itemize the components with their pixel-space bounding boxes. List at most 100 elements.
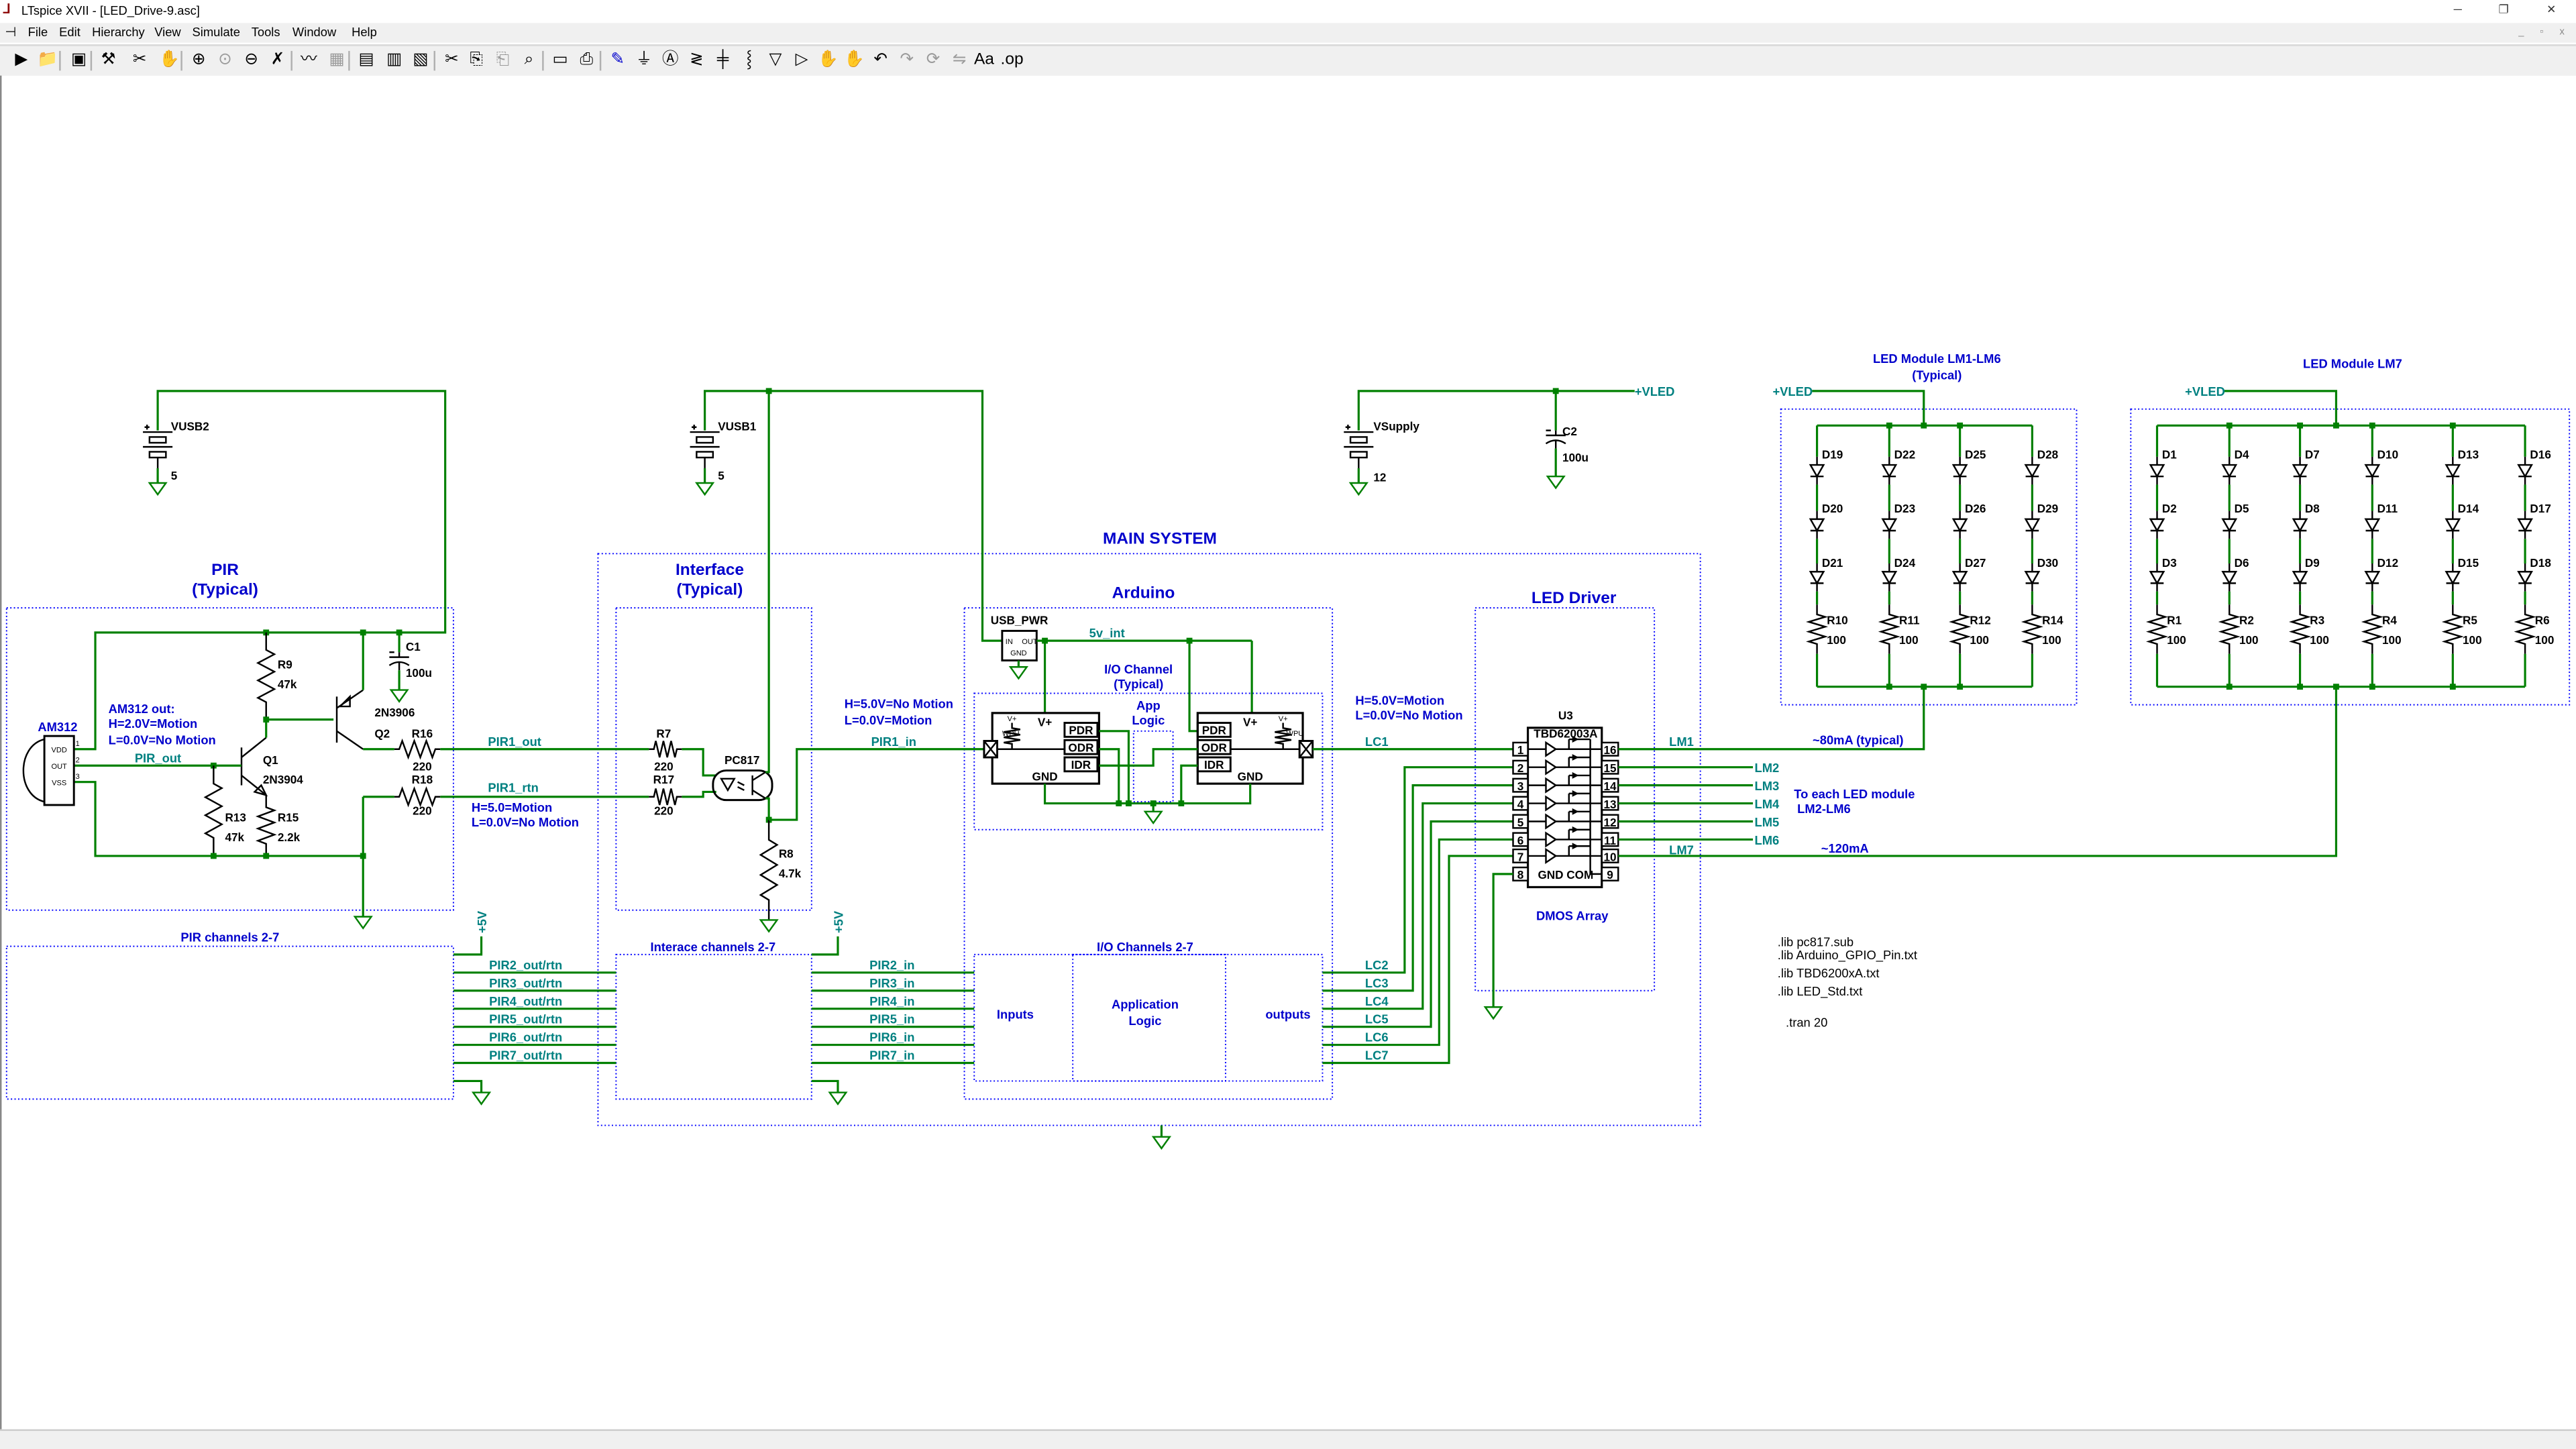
wire[interactable]: [1812, 390, 1925, 426]
led-current-resistor[interactable]: [1878, 604, 1900, 654]
led-diode-symbol[interactable]: [2024, 518, 2041, 533]
mirror-icon[interactable]: ⇋: [952, 50, 967, 69]
wire[interactable]: [453, 1079, 483, 1093]
led-diode-symbol[interactable]: [2292, 518, 2308, 533]
wire[interactable]: [765, 390, 770, 773]
led-diode-symbol[interactable]: [2445, 518, 2461, 533]
r18-resistor[interactable]: [394, 786, 441, 808]
gpio-idr-port[interactable]: [1196, 756, 1232, 773]
spice-directive[interactable]: .lib LED_Std.txt: [1778, 984, 1863, 999]
print-preview-icon[interactable]: ▭: [552, 50, 568, 69]
menu-simulate[interactable]: Simulate: [192, 24, 241, 40]
led-current-resistor[interactable]: [2218, 604, 2241, 654]
wire[interactable]: [1322, 802, 1513, 1010]
cascade-icon[interactable]: ▥: [386, 50, 402, 69]
led-diode-symbol[interactable]: [1809, 571, 1825, 585]
print-icon[interactable]: ⎙: [580, 50, 594, 69]
doc-restore-button[interactable]: ▫: [2540, 28, 2544, 38]
copy-icon[interactable]: ⎘: [470, 50, 484, 69]
save-icon[interactable]: ▣: [70, 50, 87, 69]
wire[interactable]: [769, 748, 984, 821]
led-diode-symbol[interactable]: [2445, 464, 2461, 478]
menu-tools[interactable]: Tools: [251, 24, 280, 40]
menu-help[interactable]: Help: [352, 24, 377, 40]
wire[interactable]: [1492, 873, 1513, 1008]
r9-resistor[interactable]: [256, 632, 276, 720]
led-current-resistor[interactable]: [2361, 604, 2383, 654]
doc-close-button[interactable]: x: [2559, 28, 2565, 38]
drag-icon[interactable]: ✋: [844, 50, 865, 69]
led-diode-symbol[interactable]: [2517, 464, 2533, 478]
wire[interactable]: [811, 936, 839, 956]
menu-view[interactable]: View: [154, 24, 181, 40]
wire[interactable]: [682, 790, 716, 798]
pc817-optocoupler[interactable]: [712, 769, 773, 802]
doc-minimize-button[interactable]: _: [2518, 28, 2524, 38]
gpio-pullup-resistor[interactable]: [1004, 722, 1021, 749]
led-current-resistor[interactable]: [2021, 604, 2043, 654]
led-current-resistor[interactable]: [2441, 604, 2464, 654]
gpio-pullup-resistor[interactable]: [1275, 722, 1292, 749]
r17-resistor[interactable]: [649, 788, 682, 806]
zoom-fit-icon[interactable]: ⊙: [218, 50, 232, 69]
led-diode-symbol[interactable]: [2149, 518, 2165, 533]
led-current-resistor[interactable]: [2289, 604, 2312, 654]
spice-directive[interactable]: .tran 20: [1786, 1016, 1827, 1030]
menu-edit[interactable]: Edit: [59, 24, 80, 40]
restore-button[interactable]: ❐: [2498, 5, 2509, 17]
led-diode-symbol[interactable]: [2024, 571, 2041, 585]
led-diode-symbol[interactable]: [2517, 571, 2533, 585]
wire[interactable]: [1322, 838, 1513, 1046]
autorange-icon[interactable]: 〰: [301, 50, 317, 69]
wire[interactable]: [1099, 748, 1120, 804]
wire[interactable]: [453, 936, 483, 956]
wire[interactable]: [1618, 686, 1925, 751]
component-icon[interactable]: ▷: [795, 50, 808, 69]
r13-resistor[interactable]: [203, 765, 224, 856]
wire[interactable]: [1180, 764, 1198, 804]
inductor-icon[interactable]: ⸾: [746, 50, 753, 69]
cut-icon[interactable]: ✂: [445, 50, 459, 69]
led-diode-symbol[interactable]: [2364, 571, 2381, 585]
paste-icon[interactable]: ⎗: [496, 50, 510, 69]
net-label-icon[interactable]: Ⓐ: [661, 50, 679, 69]
spice-directive[interactable]: .lib Arduino_GPIO_Pin.txt: [1778, 948, 1917, 963]
move-icon[interactable]: ✋: [818, 50, 839, 69]
zoom-in-icon[interactable]: ⊕: [192, 50, 206, 69]
run-icon[interactable]: ▶: [15, 50, 28, 69]
gpio-idr-port[interactable]: [1063, 756, 1099, 773]
spice-directive-icon[interactable]: .op: [1000, 50, 1024, 69]
led-diode-symbol[interactable]: [1809, 518, 1825, 533]
led-diode-symbol[interactable]: [2292, 464, 2308, 478]
wire[interactable]: [74, 390, 447, 751]
document-menu-icon[interactable]: ⊣: [5, 24, 17, 40]
cancel-zoom-icon[interactable]: ✗: [270, 50, 285, 69]
led-diode-symbol[interactable]: [2364, 464, 2381, 478]
undo-icon[interactable]: ↶: [873, 50, 888, 69]
rotate-icon[interactable]: ⟳: [926, 50, 941, 69]
wire[interactable]: [2224, 390, 2338, 426]
wire[interactable]: [682, 748, 716, 777]
waveform-grid-icon[interactable]: ▦: [329, 50, 345, 69]
halt-icon[interactable]: ✂: [132, 50, 147, 69]
ground-icon[interactable]: ⏚: [635, 50, 653, 69]
minimize-button[interactable]: ─: [2453, 5, 2462, 17]
spice-directive[interactable]: .lib TBD6200xA.txt: [1778, 966, 1880, 980]
led-diode-symbol[interactable]: [1809, 464, 1825, 478]
led-diode-symbol[interactable]: [2024, 464, 2041, 478]
gpio-odr-port[interactable]: [1196, 739, 1232, 755]
menu-file[interactable]: File: [28, 24, 48, 40]
led-diode-symbol[interactable]: [2221, 464, 2238, 478]
wire[interactable]: [1099, 730, 1130, 804]
wire[interactable]: [704, 390, 1002, 642]
led-diode-symbol[interactable]: [2292, 571, 2308, 585]
wire[interactable]: [1188, 641, 1198, 733]
r7-resistor[interactable]: [649, 741, 682, 758]
r16-resistor[interactable]: [394, 738, 441, 760]
wire[interactable]: [74, 781, 364, 857]
r15-resistor[interactable]: [255, 795, 277, 856]
gpio-pdr-port[interactable]: [1196, 722, 1232, 738]
wire[interactable]: [1322, 855, 1513, 1065]
led-diode-symbol[interactable]: [1951, 464, 1968, 478]
led-diode-symbol[interactable]: [2364, 518, 2381, 533]
